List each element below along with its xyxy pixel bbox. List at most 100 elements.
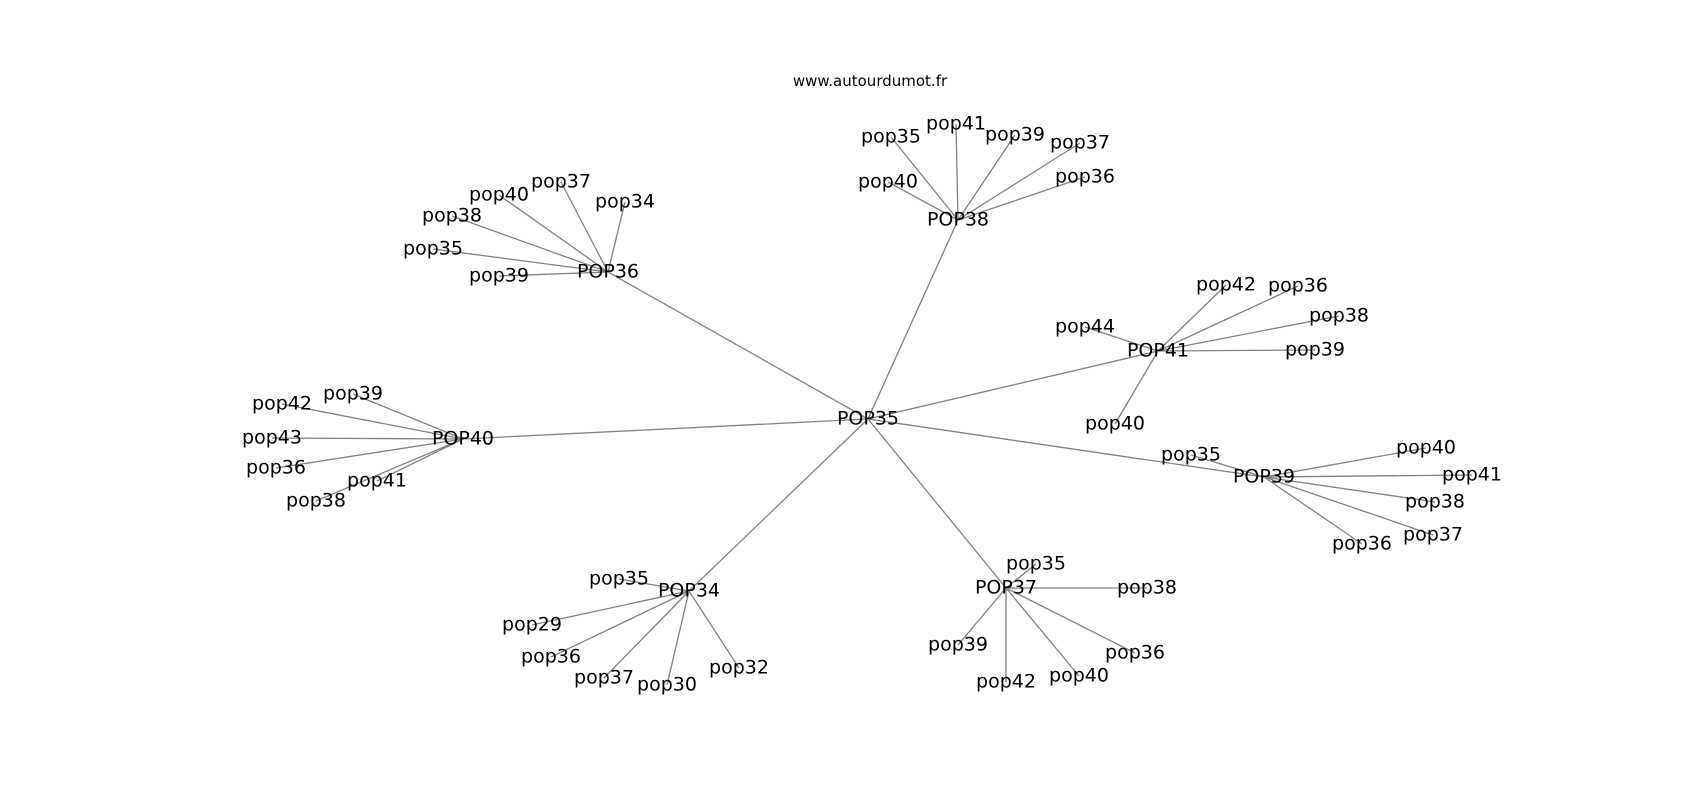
leaf-node-label: pop36 (1055, 166, 1115, 188)
leaf-node-label: pop36 (521, 646, 581, 668)
graph-edges (271, 123, 1473, 686)
leaf-node-label: pop41 (926, 113, 986, 135)
edge-pop40-pop39 (352, 393, 464, 440)
leaf-node-label: pop40 (1049, 665, 1109, 687)
edge-pop37-pop36 (1005, 587, 1136, 654)
center-node-label: POP35 (837, 408, 899, 430)
edge-pop38-pop39 (957, 134, 1016, 221)
edge-pop34-pop32 (688, 590, 740, 669)
edge-pop40-pop36 (275, 438, 464, 469)
edge-pop41-pop39 (1157, 349, 1316, 352)
leaf-node-label: pop39 (469, 265, 529, 287)
edge-pop41-pop42 (1157, 284, 1227, 352)
edge-pop41-pop36 (1157, 285, 1299, 352)
edge-pop41-pop40 (1114, 350, 1159, 425)
edge-center-pop39 (867, 418, 1265, 478)
edge-pop34-pop36 (550, 590, 690, 658)
hub-node-label: POP38 (927, 209, 989, 231)
edge-pop37-pop39 (957, 587, 1007, 646)
edge-pop36-pop40 (498, 194, 609, 273)
leaf-node-label: pop39 (1285, 339, 1345, 361)
leaf-node-label: pop37 (574, 667, 634, 689)
edge-pop38-pop35 (890, 136, 959, 221)
leaf-node-label: pop40 (1396, 437, 1456, 459)
edge-pop37-pop35 (1005, 563, 1037, 589)
edge-pop36-pop39 (498, 271, 609, 277)
edge-pop36-pop37 (560, 181, 609, 273)
leaf-node-label: pop37 (1050, 132, 1110, 154)
edge-pop40-pop42 (281, 403, 464, 440)
leaf-node-label: pop37 (1403, 524, 1463, 546)
edge-center-pop37 (867, 418, 1007, 589)
edge-pop39-pop41 (1263, 474, 1473, 478)
edge-pop37-pop40 (1005, 587, 1080, 677)
leaf-node-label: pop32 (709, 657, 769, 679)
leaf-node-label: pop35 (1006, 553, 1066, 575)
edge-pop41-pop38 (1157, 315, 1340, 352)
leaf-node-label: pop37 (531, 171, 591, 193)
leaf-node-label: pop29 (502, 614, 562, 636)
edge-pop38-pop40 (887, 181, 959, 221)
edge-pop34-pop37 (603, 590, 690, 679)
leaf-node-label: pop38 (1309, 305, 1369, 327)
leaf-node-label: pop42 (1196, 274, 1256, 296)
leaf-node-label: pop39 (323, 383, 383, 405)
leaf-node-label: pop30 (637, 674, 697, 696)
edge-pop39-pop35 (1190, 454, 1265, 478)
edge-pop38-pop41 (955, 123, 959, 221)
edge-pop40-pop43 (271, 437, 464, 440)
leaf-node-label: pop36 (1105, 642, 1165, 664)
hub-node-label: POP36 (577, 261, 639, 283)
edge-pop40-pop41 (376, 438, 464, 482)
edge-pop36-pop38 (451, 215, 609, 273)
hub-node-label: POP37 (975, 577, 1037, 599)
leaf-node-label: pop40 (1085, 413, 1145, 435)
leaf-node-label: pop38 (286, 490, 346, 512)
leaf-node-label: pop44 (1055, 316, 1115, 338)
edge-pop39-pop37 (1263, 476, 1434, 536)
leaf-node-label: pop39 (985, 124, 1045, 146)
edge-pop39-pop38 (1263, 476, 1436, 503)
edge-center-pop34 (688, 418, 869, 592)
edge-pop40-pop38 (315, 438, 464, 502)
leaf-node-label: pop35 (861, 126, 921, 148)
leaf-node-label: pop38 (1405, 491, 1465, 513)
edge-center-pop40 (462, 418, 869, 440)
edge-pop41-pop44 (1084, 326, 1159, 352)
leaf-node-label: pop41 (1442, 464, 1502, 486)
hub-node-label: POP40 (432, 428, 494, 450)
leaf-node-label: pop38 (1117, 577, 1177, 599)
leaf-node-label: pop40 (858, 171, 918, 193)
edge-pop36-pop35 (432, 248, 609, 273)
hub-node-label: POP41 (1127, 340, 1189, 362)
leaf-node-label: pop35 (403, 238, 463, 260)
edge-center-pop41 (867, 350, 1159, 420)
edge-pop34-pop35 (618, 578, 690, 592)
leaf-node-label: pop40 (469, 184, 529, 206)
leaf-node-label: pop35 (589, 568, 649, 590)
leaf-node-label: pop34 (595, 191, 655, 213)
hub-node-label: POP39 (1233, 466, 1295, 488)
edge-pop38-pop36 (957, 176, 1086, 221)
edge-center-pop36 (607, 271, 869, 420)
edge-pop36-pop34 (607, 201, 626, 273)
leaf-node-label: pop38 (422, 205, 482, 227)
leaf-node-label: pop42 (976, 671, 1036, 693)
leaf-node-label: pop41 (347, 470, 407, 492)
edge-pop39-pop36 (1263, 476, 1363, 545)
leaf-node-label: pop43 (242, 427, 302, 449)
edge-pop34-pop29 (531, 590, 690, 626)
source-watermark: www.autourdumot.fr (792, 72, 948, 90)
leaf-node-label: pop36 (1268, 275, 1328, 297)
leaf-node-label: pop35 (1161, 444, 1221, 466)
leaf-node-label: pop39 (928, 634, 988, 656)
edge-pop39-pop40 (1263, 447, 1427, 478)
leaf-node-label: pop36 (246, 457, 306, 479)
edge-pop34-pop30 (666, 590, 690, 686)
edge-pop38-pop37 (957, 142, 1081, 221)
edge-center-pop38 (867, 219, 959, 420)
leaf-node-label: pop42 (252, 393, 312, 415)
hub-node-label: POP34 (658, 580, 720, 602)
